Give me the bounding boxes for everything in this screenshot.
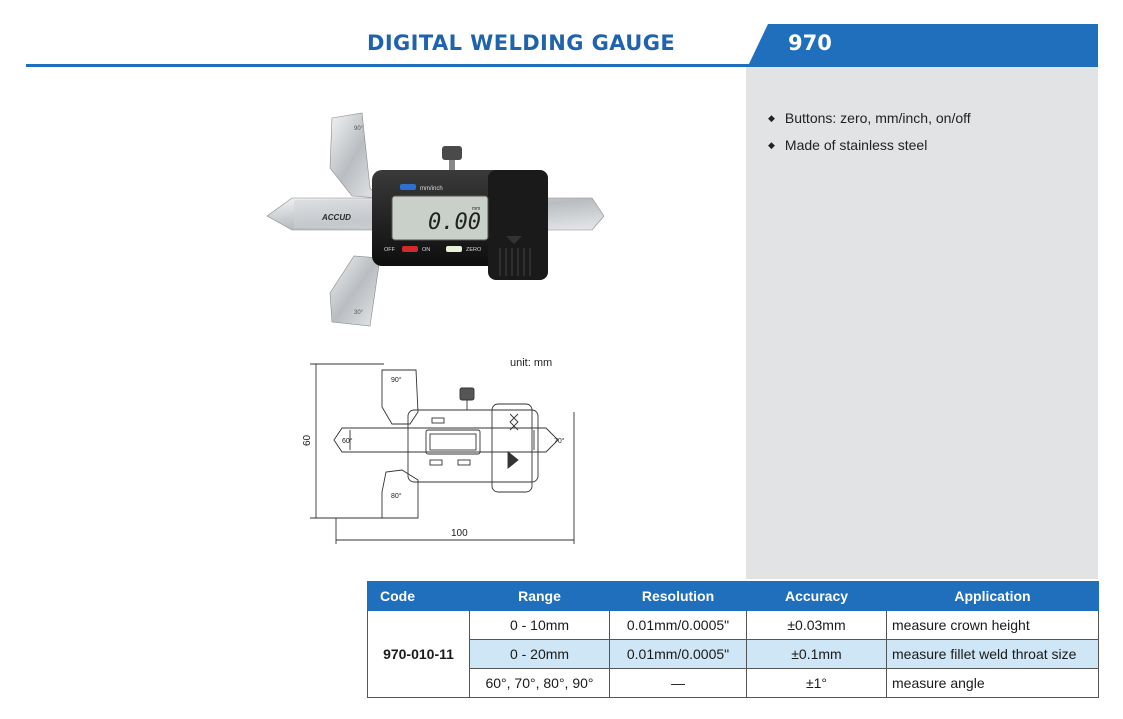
range-cell: 0 - 10mm bbox=[469, 610, 610, 640]
table-row: 0 - 20mm 0.01mm/0.0005" ±0.1mm measure f… bbox=[368, 639, 1099, 669]
resolution-cell: 0.01mm/0.0005" bbox=[609, 639, 747, 669]
accuracy-cell: ±0.03mm bbox=[746, 610, 887, 640]
range-cell: 60°, 70°, 80°, 90° bbox=[469, 668, 610, 698]
table-header-row: Code Range Resolution Accuracy Applicati… bbox=[367, 581, 1099, 611]
unit-label: unit: mm bbox=[510, 357, 553, 369]
photo-angle-bottom: 30° bbox=[354, 310, 364, 316]
resolution-cell: — bbox=[609, 668, 747, 698]
accuracy-cell: ±0.1mm bbox=[746, 639, 887, 669]
spec-table: Code Range Resolution Accuracy Applicati… bbox=[367, 581, 1099, 698]
drawing-angle-60: 60° bbox=[342, 437, 353, 445]
photo-mode-label: mm/inch bbox=[420, 186, 443, 192]
accuracy-cell: ±1° bbox=[746, 668, 887, 698]
product-photo: 90° 30° ACCUD mm/inch 0.00 mm OFF ON ZER… bbox=[266, 112, 604, 327]
brand-logo: ACCUD bbox=[321, 213, 351, 222]
feature-item: ◆Made of stainless steel bbox=[768, 137, 928, 153]
resolution-cell: 0.01mm/0.0005" bbox=[609, 610, 747, 640]
table-row: 60°, 70°, 80°, 90° — ±1° measure angle bbox=[368, 668, 1099, 698]
feature-list: ◆Buttons: zero, mm/inch, on/off ◆Made of… bbox=[768, 110, 971, 164]
col-application: Application bbox=[886, 581, 1099, 611]
col-accuracy: Accuracy bbox=[746, 581, 887, 611]
lcd-unit: mm bbox=[472, 206, 480, 212]
product-code: 970 bbox=[788, 31, 832, 55]
dimension-width: 100 bbox=[451, 528, 468, 539]
table-row: 970-010-11 0 - 10mm 0.01mm/0.0005" ±0.03… bbox=[367, 610, 1099, 698]
application-cell: measure fillet weld throat size bbox=[886, 639, 1099, 669]
drawing-angle-70: 70° bbox=[554, 437, 565, 445]
code-badge bbox=[748, 24, 1098, 66]
application-cell: measure crown height bbox=[886, 610, 1099, 640]
photo-on-label: ON bbox=[422, 247, 430, 253]
lcd-display: 0.00 bbox=[428, 210, 481, 235]
range-cell: 0 - 20mm bbox=[469, 639, 610, 669]
application-cell: measure angle bbox=[886, 668, 1099, 698]
feature-panel bbox=[746, 67, 1098, 579]
col-range: Range bbox=[469, 581, 610, 611]
col-resolution: Resolution bbox=[609, 581, 747, 611]
header-rule bbox=[26, 64, 1098, 67]
page-title: DIGITAL WELDING GAUGE bbox=[367, 31, 676, 55]
technical-drawing: 90° 60° 70° 80° 60 100 bbox=[302, 363, 575, 544]
code-cell: 970-010-11 bbox=[367, 610, 470, 698]
dimension-height: 60 bbox=[302, 434, 313, 446]
drawing-angle-80: 80° bbox=[391, 492, 402, 500]
photo-angle-top: 90° bbox=[354, 126, 364, 132]
col-code: Code bbox=[367, 581, 470, 611]
diamond-bullet-icon: ◆ bbox=[768, 140, 775, 150]
photo-off-label: OFF bbox=[384, 247, 396, 253]
drawing-angle-90: 90° bbox=[391, 376, 402, 384]
photo-zero-label: ZERO bbox=[466, 247, 482, 253]
diamond-bullet-icon: ◆ bbox=[768, 113, 775, 123]
feature-item: ◆Buttons: zero, mm/inch, on/off bbox=[768, 110, 971, 126]
